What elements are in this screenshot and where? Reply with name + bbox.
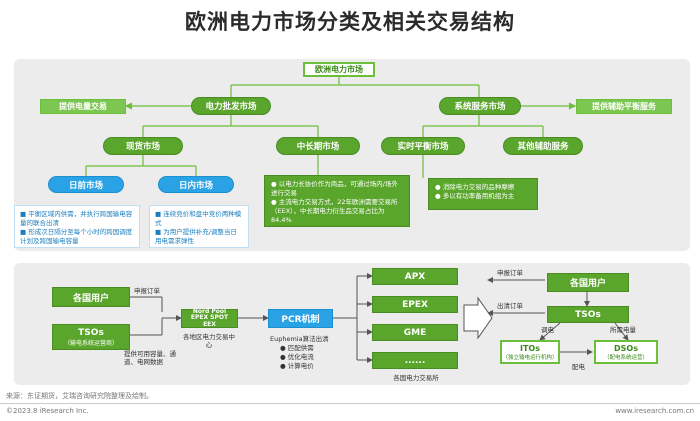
euphemia-item-1: ● 匹配供需 xyxy=(280,344,314,352)
users-node: 各国用户 xyxy=(52,287,130,307)
day-ahead-market: 日前市场 xyxy=(48,176,124,193)
wholesale-market: 电力批发市场 xyxy=(191,97,271,115)
footer-divider xyxy=(0,403,700,404)
itos-sub: （独立输电运行机构） xyxy=(502,354,558,361)
label-dispatch: 调电 xyxy=(541,326,554,334)
system-service-market: 系统服务市场 xyxy=(439,97,521,115)
nordpool-3: EEX xyxy=(203,320,216,328)
label-capacity: 提供可用容量、通道、电网数据 xyxy=(124,350,176,366)
euphemia-item-3-text: 计算电价 xyxy=(287,362,314,370)
day-ahead-notes: ■ 平衡区域内供需，并执行跨国输电容量的联合出清 ■ 形成次日隔分至每个小时的跨… xyxy=(14,205,140,248)
label-order-right: 申报订单 xyxy=(497,269,523,277)
mid-long-note-1: 以电力长协价作为商品，可通过场内/场外进行交易 xyxy=(271,180,398,197)
euphemia-item-3: ● 计算电价 xyxy=(280,362,314,370)
tsos-label: TSOs xyxy=(78,327,104,338)
root-node: 欧洲电力市场 xyxy=(303,62,375,77)
right-users-node: 各国用户 xyxy=(547,273,629,292)
spot-market: 现货市场 xyxy=(103,137,183,155)
exchange-apx: APX xyxy=(372,268,458,285)
intraday-market: 日内市场 xyxy=(158,176,234,193)
itos-node: ITOs （独立输电运行机构） xyxy=(500,340,560,364)
exchange-more: ...... xyxy=(372,352,458,369)
mid-long-notes: ● 以电力长协价作为商品，可通过场内/场外进行交易 ● 主流电力交易方式，22年… xyxy=(264,175,410,227)
euphemia-title: Euphemia算法出清 xyxy=(270,335,329,343)
mid-long-term-market: 中长期市场 xyxy=(276,137,360,155)
mid-long-note-2: 主流电力交易方式，22年欧洲需要交易所（EEX），中长期电力衍生品交易占比为84… xyxy=(271,198,398,224)
balancing-service-label: 提供辅助平衡服务 xyxy=(576,99,672,114)
energy-trade-label: 提供电量交易 xyxy=(40,99,126,114)
nordpool-node: Nord Pool EPEX SPOT EEX xyxy=(181,307,238,328)
label-order-in: 申报订单 xyxy=(134,287,160,295)
realtime-note-1: 消除电力交易的品种摩擦 xyxy=(442,183,515,191)
dsos-label: DSOs xyxy=(614,343,638,353)
other-aux-services: 其他辅助服务 xyxy=(503,137,583,155)
realtime-balancing-market: 实时平衡市场 xyxy=(381,137,465,155)
nordpool-caption: 各地区电力交易中心 xyxy=(183,333,235,349)
intraday-notes: ■ 连续竞价和盘中竞价两种模式 ■ 为用户提供补充/调整当日用电需求弹性 xyxy=(149,205,249,248)
copyright: ©2023.8 iResearch Inc. xyxy=(6,407,89,415)
right-tsos-node: TSOs xyxy=(547,306,629,323)
exchange-epex: EPEX xyxy=(372,296,458,313)
page-title: 欧洲电力市场分类及相关交易结构 xyxy=(185,10,515,34)
exchange-gme: GME xyxy=(372,324,458,341)
dsos-node: DSOs （配电系统运营） xyxy=(594,340,658,364)
pcr-node: PCR机制 xyxy=(268,309,333,328)
dsos-sub: （配电系统运营） xyxy=(603,354,648,361)
realtime-notes: ● 消除电力交易的品种摩擦 ● 多以有功率备用机组为主 xyxy=(428,178,538,210)
euphemia-item-1-text: 匹配供需 xyxy=(287,344,314,352)
euphemia-item-2: ● 优化电流 xyxy=(280,353,314,361)
realtime-note-2: 多以有功率备用机组为主 xyxy=(442,192,515,200)
intraday-note-2: 为用户提供补充/调整当日用电需求弹性 xyxy=(155,228,237,245)
label-need: 所需电量 xyxy=(610,326,636,334)
euphemia-item-2-text: 优化电流 xyxy=(287,353,314,361)
tsos-node: TSOs （输电系统运营商） xyxy=(52,324,130,350)
nordpool-1: Nord Pool xyxy=(192,307,227,315)
source-note: 来源：东证期货，艾瑞咨询研究院整理及绘制。 xyxy=(6,392,153,400)
label-clear: 出清订单 xyxy=(497,302,523,310)
nordpool-2: EPEX SPOT xyxy=(190,314,229,322)
label-dist: 配电 xyxy=(572,363,585,371)
site-url: www.iresearch.com.cn xyxy=(615,407,694,415)
itos-label: ITOs xyxy=(520,343,540,353)
exchanges-caption: 各国电力交易所 xyxy=(393,374,439,382)
tsos-sub: （输电系统运营商） xyxy=(63,339,118,347)
day-ahead-note-2: 形成次日隔分至每个小时的跨国调度计划及跨国输电容量 xyxy=(20,228,133,245)
intraday-note-1: 连续竞价和盘中竞价两种模式 xyxy=(155,210,242,227)
day-ahead-note-1: 平衡区域内供需，并执行跨国输电容量的联合出清 xyxy=(20,210,133,227)
